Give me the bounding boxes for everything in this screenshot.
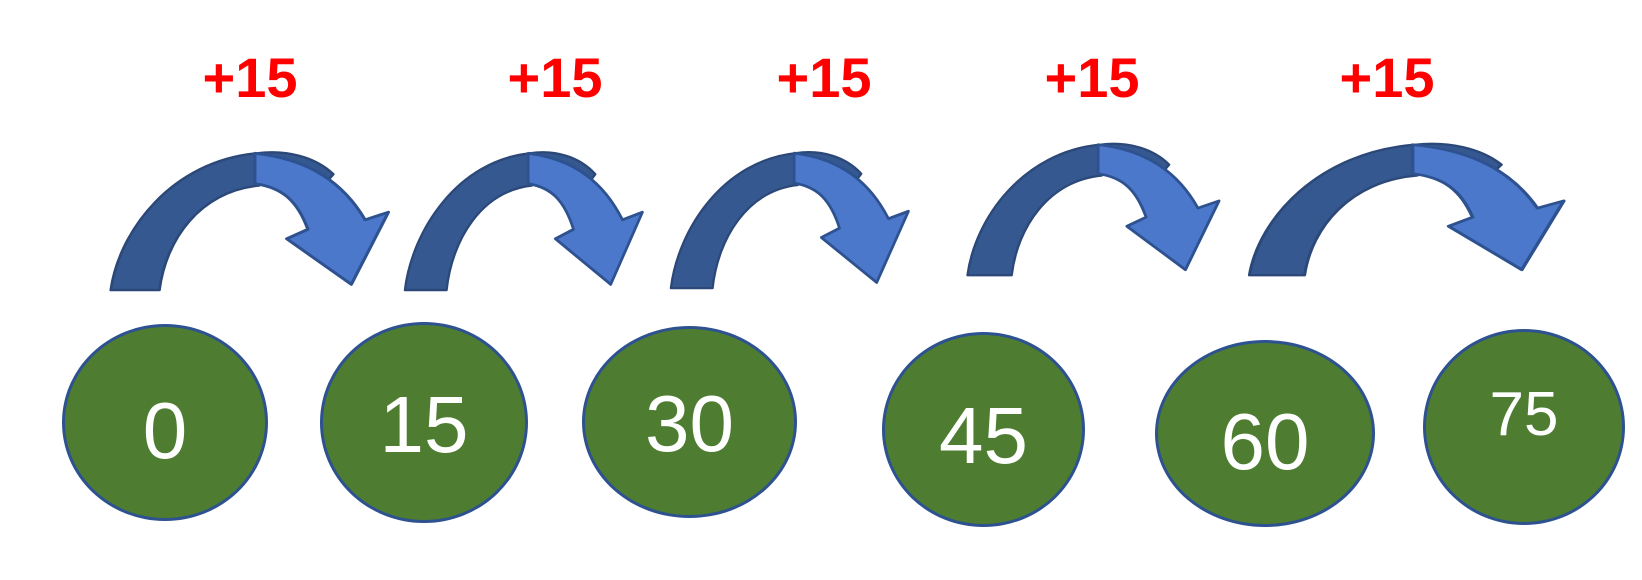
node-value: 75 [1489,380,1559,449]
arrow-front-limb [253,151,391,286]
node-value: 30 [645,379,734,468]
arrow-back-limb [109,151,335,292]
arrow-back-limb [669,151,863,290]
node-value: 60 [1220,396,1310,486]
arrow-back-limb [403,151,597,292]
node-value: 15 [379,379,469,469]
step-label: +15 [1044,46,1140,109]
step-label: +15 [202,46,298,109]
number-node: 0 [62,324,268,521]
curved-hop-arrow [669,151,910,290]
node-value: 0 [142,385,188,475]
number-node: 15 [320,322,528,523]
number-node: 45 [882,332,1085,527]
arrow-back-limb [1247,142,1503,277]
arrow-front-limb [1410,143,1566,272]
arrow-back-limb [966,142,1171,277]
arrow-front-limb [526,151,644,286]
step-label: +15 [507,46,603,109]
step-label: +15 [776,46,872,109]
step-label: +15 [1339,46,1435,109]
number-node: 75 [1423,329,1625,525]
curved-hop-arrow [966,142,1221,277]
arrow-front-limb [1096,143,1221,272]
curved-hop-arrow [109,151,391,292]
number-node: 30 [582,326,797,518]
number-node: 60 [1155,340,1375,527]
node-value: 45 [939,390,1028,480]
arrow-front-limb [792,151,910,284]
curved-hop-arrow [403,151,644,292]
curved-hop-arrow [1247,142,1566,277]
